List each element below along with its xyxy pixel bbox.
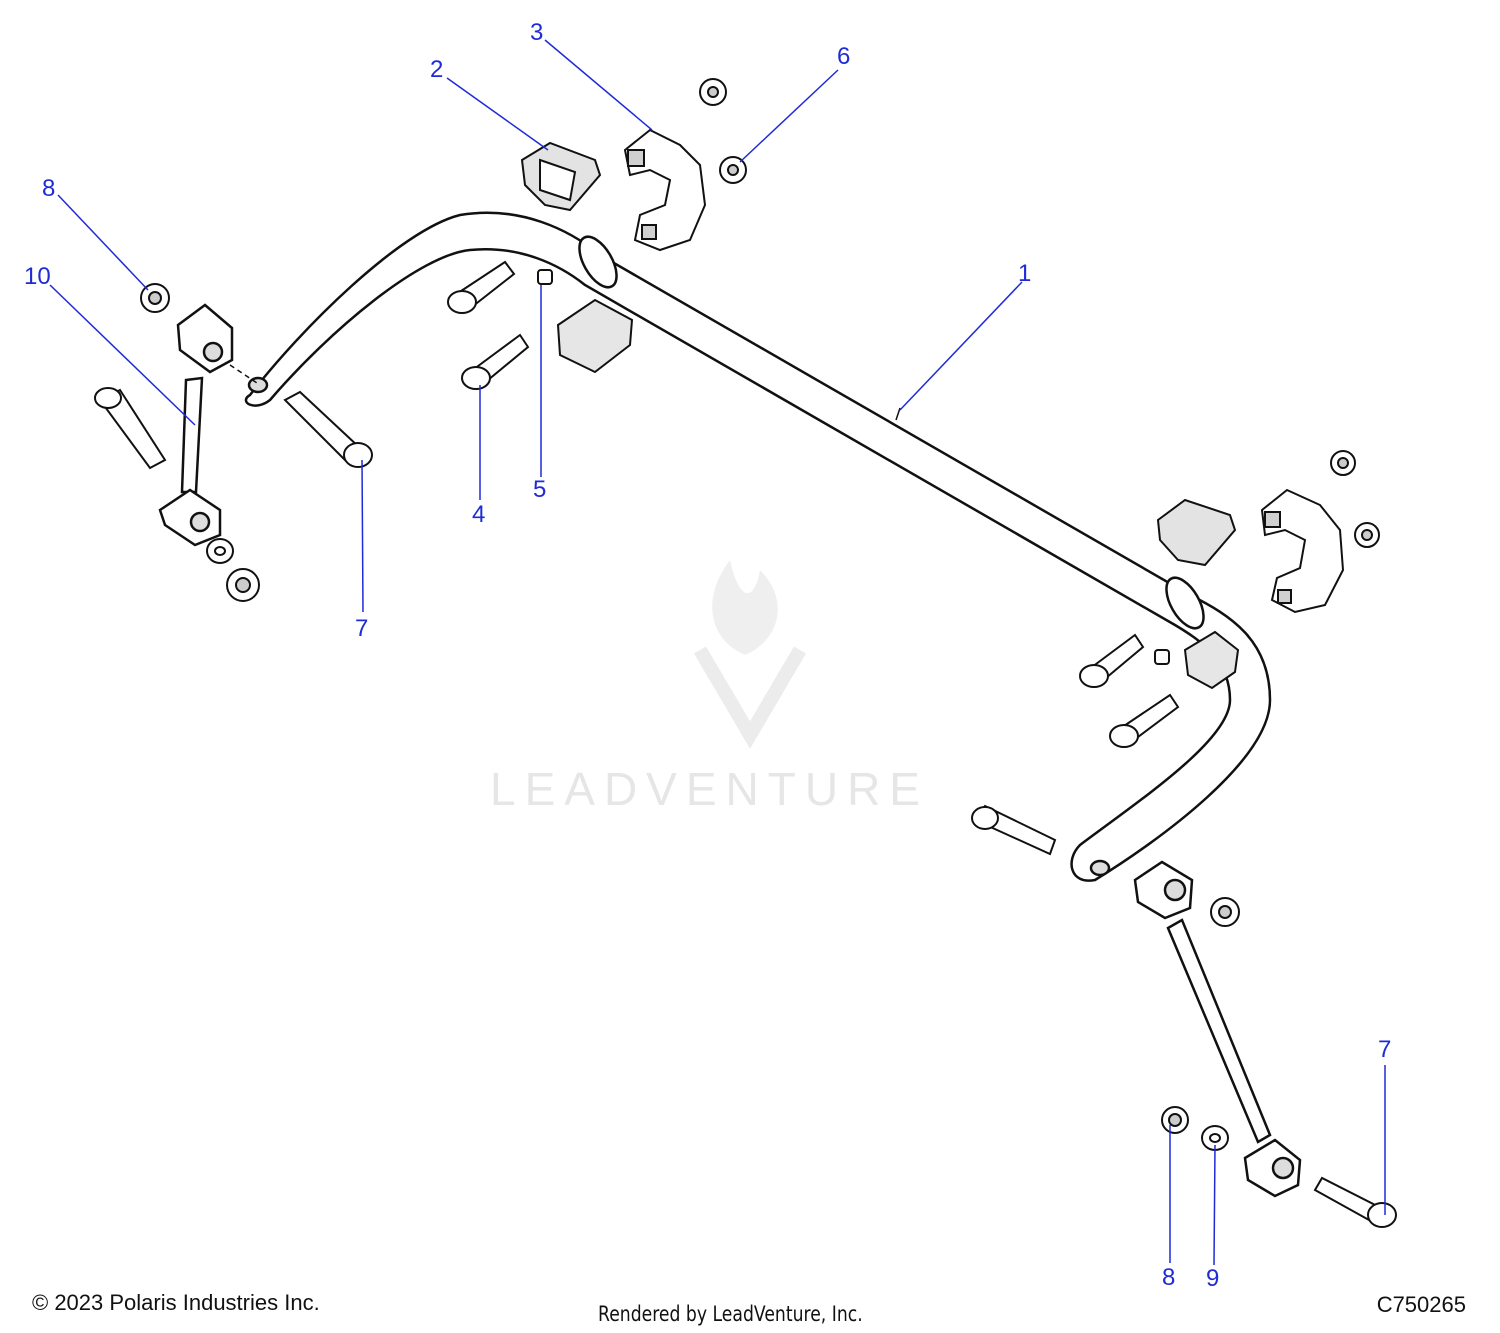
callout-2: 2 [430,56,444,83]
washers [206,538,1229,1151]
stabilizer-links [158,303,1302,1198]
stabilizer-bar [244,211,1272,882]
leader-lines [49,39,1386,1266]
drawing-number: C750265 [1376,1292,1466,1317]
link-centerline [229,364,261,386]
clamp-left [623,128,707,252]
copyright-notice: © 2023 Polaris Industries Inc. [32,1290,320,1315]
bushing-lower-left [556,298,634,374]
callout-1: 1 [1018,260,1032,287]
callout-10: 10 [24,263,51,290]
bushing-upper-left [520,141,602,212]
bushing-lower-right [1183,630,1240,690]
rendered-by-notice: Rendered by LeadVenture, Inc. [598,1302,863,1326]
watermark-logo [693,560,807,749]
bushing-upper-right [1156,498,1237,567]
callout-3: 3 [530,19,544,46]
flange-nuts [140,78,1380,1134]
callout-6: 6 [837,43,851,70]
callout-8-left: 8 [42,175,56,202]
bolts [94,387,1397,1228]
watermark-text: LEADVENTURE [490,763,929,815]
callout-8-right: 8 [1162,1264,1176,1291]
callout-4: 4 [472,501,486,528]
clamp-right [1260,488,1345,614]
callout-7-right: 7 [1378,1036,1392,1063]
grease-fittings [537,269,1170,665]
callout-7-left: 7 [355,615,369,642]
carriage-bolts [447,260,1180,748]
callout-9: 9 [1206,1265,1220,1292]
callout-5: 5 [533,476,547,503]
